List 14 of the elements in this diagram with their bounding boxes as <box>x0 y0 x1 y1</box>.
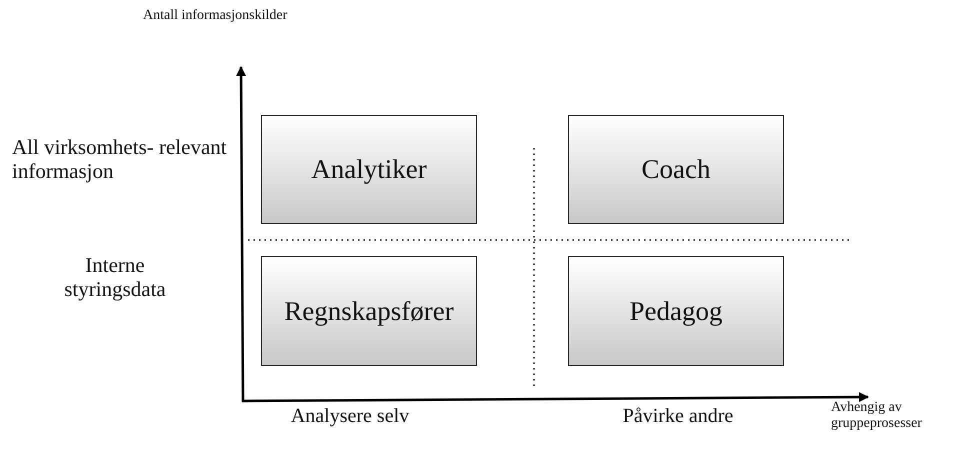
role-label: Pedagog <box>630 296 722 326</box>
role-box <box>261 256 477 366</box>
role-box <box>568 256 784 366</box>
role-box <box>568 115 784 224</box>
axis-level-label: All virksomhets- relevant informasjon <box>12 135 228 184</box>
axis-title: Antall informasjonskilder <box>143 8 288 24</box>
axis-category-label: Analysere selv <box>290 405 410 428</box>
role-label: Regnskapsfører <box>284 296 454 326</box>
role-box <box>261 115 477 224</box>
role-label: Analytiker <box>311 154 427 185</box>
axis-level-label: Interne styringsdata <box>63 253 167 302</box>
axis-title: Avhengig av gruppeprosesser <box>831 400 923 432</box>
axis-category-label: Påvirke andre <box>622 405 734 428</box>
role-label: Coach <box>642 154 710 185</box>
